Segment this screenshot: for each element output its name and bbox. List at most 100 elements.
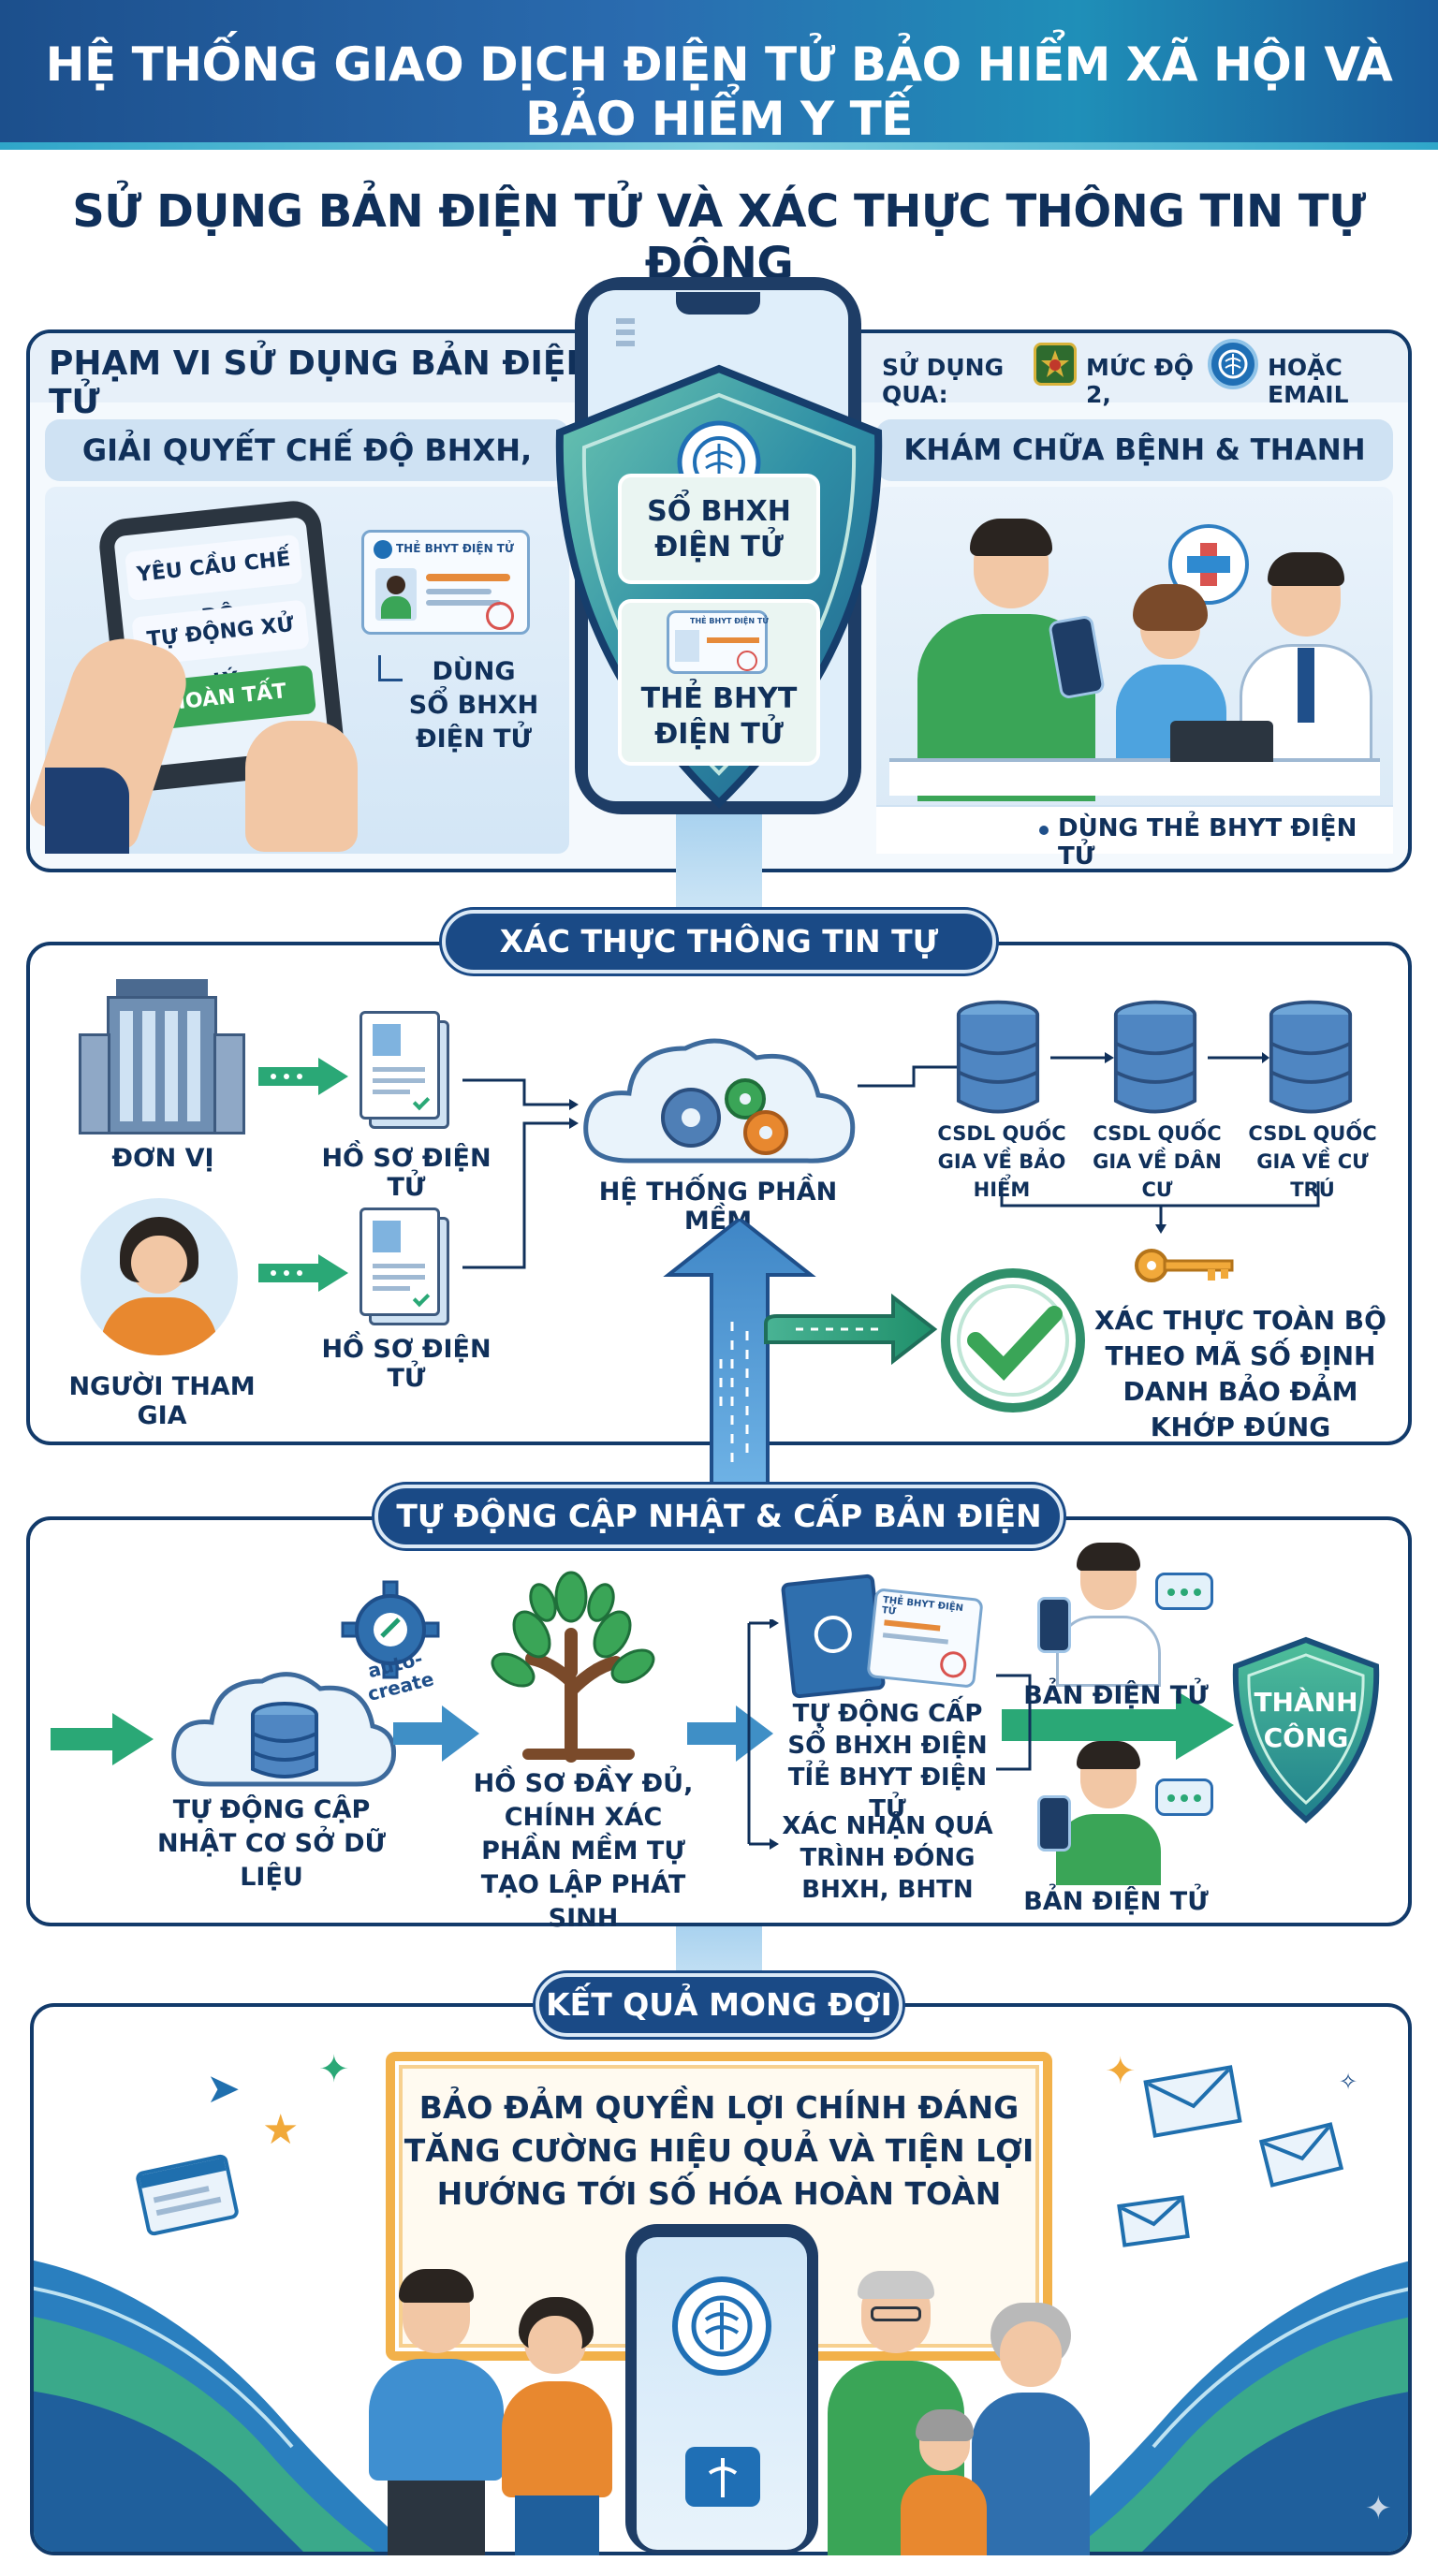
database-icon-1: [956, 1000, 1040, 1114]
ecopy1-label: BẢN ĐIỆN TỬ: [1023, 1681, 1209, 1710]
card-small-label: THẺ BHYT ĐIỆN TỬ: [396, 542, 514, 555]
cloud-db-icon: [171, 1672, 397, 1787]
results-phone-logo-icon: [672, 2276, 771, 2376]
arrow-unit-doc: [258, 1058, 348, 1095]
sparkle-icon-1: ✦: [318, 2048, 350, 2091]
card-photo: [375, 568, 417, 621]
db-bracket: [1000, 1181, 1320, 1234]
success-label: THÀNH CÔNG: [1254, 1687, 1358, 1753]
results-frame: [386, 2052, 1052, 2361]
sparkle-icon-2: ✦: [1105, 2050, 1137, 2093]
document-icon-1: [360, 1011, 449, 1129]
results-phone-badge-icon: [685, 2447, 760, 2507]
wave-left: [34, 2260, 416, 2552]
gear-icon: [341, 1580, 440, 1679]
system-label: HỆ THỐNG PHẦN MỀM: [598, 1178, 838, 1236]
confirm-label: XÁC NHẬN QUÁ TRÌNH ĐÓNG BHXH, BHTN: [782, 1812, 993, 1904]
participant-label: NGƯỜI THAM GIA: [68, 1372, 256, 1430]
laptop-icon: [1170, 721, 1273, 762]
right-caption: DÙNG THẺ BHYT ĐIỆN TỬ: [1058, 814, 1357, 871]
bhxh-logo-icon: [1208, 339, 1258, 389]
envelope-icon-2: [1258, 2122, 1344, 2188]
branch-lines: [747, 1619, 779, 1850]
cloud-db-line: [858, 1065, 961, 1088]
hand-right: [245, 721, 358, 852]
key-icon: [1135, 1249, 1234, 1282]
envelope-icon-1: [1143, 2065, 1242, 2138]
medical-cross-icon: [1168, 524, 1249, 605]
issue-label: TỰ ĐỘNG CẤP SỔ BHXH ĐIỆN TỈẺ BHYT ĐIỆN T…: [787, 1700, 988, 1823]
bullet-dot-icon: [1039, 826, 1049, 835]
doc-connector-lines: [462, 1078, 579, 1269]
usage-email: HOẶC EMAIL: [1268, 354, 1349, 408]
success-shield-icon: [1232, 1636, 1380, 1823]
db1-label: CSDL QUỐC GIA VỀ BẢO HIỂM: [937, 1122, 1066, 1201]
page-subtitle: SỬ DỤNG BẢN ĐIỆN TỬ VÀ XÁC THỰC THÔNG TI…: [72, 185, 1366, 290]
update-db-label: TỰ ĐỘNG CẬP NHẬT CƠ SỞ DỮ LIỆU: [156, 1795, 387, 1892]
police-emblem-icon: [1034, 343, 1077, 386]
right-subheading: KHÁM CHỮA BỆNH & THANH TOÁN: [876, 419, 1393, 529]
sparkle-icon-4: ✦: [1365, 2490, 1392, 2527]
usage-level: MỨC ĐỘ 2,: [1086, 354, 1195, 408]
card-logo-icon: [374, 540, 392, 559]
shield-bottom-label: THẺ BHYT ĐIỆN TỬ: [640, 682, 798, 751]
db2-label: CSDL QUỐC GIA VỀ DÂN CƯ: [1093, 1122, 1222, 1201]
arrow-in-left: [51, 1713, 154, 1765]
database-icon-2: [1113, 1000, 1197, 1114]
paper-plane-icon: ➤: [206, 2065, 241, 2113]
participant-avatar: [81, 1198, 238, 1355]
child-figure: [899, 2409, 989, 2555]
star-icon-1: ★: [262, 2106, 300, 2154]
bhyt-card-small: THẺ BHYT ĐIỆN TỬ: [361, 530, 530, 635]
shield-mini-card: THẺ BHYT ĐIỆN TỬ: [667, 610, 769, 674]
ecopy2-label: BẢN ĐIỆN TỬ: [1023, 1887, 1209, 1916]
sleeve-left: [45, 768, 129, 854]
man-figure: [365, 2269, 506, 2555]
document-icon-2: [360, 1208, 449, 1325]
arrow-to-success: [1002, 1690, 1234, 1760]
header-band: [0, 0, 1438, 150]
envelope-icon-3: [1117, 2195, 1190, 2247]
result-line-1: BẢO ĐẢM QUYỀN LỢI CHÍNH ĐÁNG: [418, 2089, 1020, 2126]
user-phone-figure: [1034, 1741, 1165, 1885]
building-icon: [79, 979, 245, 1134]
doc2-label: HỒ SƠ ĐIỆN TỬ: [321, 1335, 492, 1393]
results-title: KẾT QUẢ MONG ĐỢI: [536, 1973, 902, 2037]
card-stamp-icon: [486, 602, 514, 630]
complete-label: HỒ SƠ ĐẦY ĐỦ, CHÍNH XÁC PHẦN MỀM TỰ TẠO …: [473, 1769, 694, 1933]
upward-arrow: [663, 1219, 938, 1490]
db-arrows: [1050, 1052, 1269, 1063]
left-caption: DÙNG SỔ BHXH ĐIỆN TỬ: [408, 657, 539, 754]
check-circle-icon: [941, 1268, 1085, 1412]
main-title: HỆ THỐNG GIAO DỊCH ĐIỆN TỬ BẢO HIỂM XÃ H…: [45, 37, 1393, 146]
verify-title: XÁC THỰC THÔNG TIN TỰ ĐỘNG: [442, 910, 996, 1016]
phone-notch: [676, 292, 760, 315]
verify-label: XÁC THỰC TOÀN BỘ THEO MÃ SỐ ĐỊNH DANH BẢ…: [1094, 1305, 1387, 1442]
arrow-tree-docs: [687, 1705, 773, 1762]
chat-bubble-icon-2: [1155, 1778, 1213, 1816]
results-phone: [625, 2224, 818, 2554]
reception-desk: [889, 758, 1380, 796]
arrow-cloud-tree: [393, 1705, 479, 1762]
bhyt-card-section3: THẺ BHYT ĐIỆN TỬ: [866, 1588, 984, 1689]
database-icon-3: [1269, 1000, 1353, 1114]
unit-label: ĐƠN VỊ: [111, 1144, 214, 1173]
update-title: TỰ ĐỘNG CẬP NHẬT & CẤP BẢN ĐIỆN TỬ: [374, 1485, 1064, 1590]
tree-icon: [491, 1571, 655, 1763]
right-caption-box: [876, 805, 1393, 854]
db3-label: CSDL QUỐC GIA VỀ CƯ TRÚ: [1248, 1122, 1377, 1201]
woman-figure: [496, 2297, 618, 2555]
arrow-participant-doc: [258, 1254, 348, 1292]
tablet-item-request[interactable]: YÊU CẦU CHẾ ĐỘ: [125, 534, 303, 629]
result-line-3: HƯỚNG TỚI SỐ HÓA HOÀN TOÀN: [436, 2175, 1002, 2212]
shield-top-label: SỔ BHXH ĐIỆN TỬ: [647, 495, 791, 564]
doctor-phone-figure: [1034, 1543, 1165, 1687]
sparkle-icon-3: ✧: [1339, 2069, 1358, 2095]
chat-bubble-icon-1: [1155, 1573, 1213, 1610]
shield-mini-card-label: THẺ BHYT ĐIỆN TỬ: [690, 617, 769, 625]
result-line-2: TĂNG CƯỜNG HIỆU QUẢ VÀ TIỆN LỢI: [404, 2132, 1034, 2169]
branch-to-success: [996, 1674, 1032, 1771]
cloud-gears-icon: [583, 1038, 856, 1164]
doc1-label: HỒ SƠ ĐIỆN TỬ: [321, 1144, 492, 1202]
grandmother-figure: [968, 2303, 1090, 2555]
